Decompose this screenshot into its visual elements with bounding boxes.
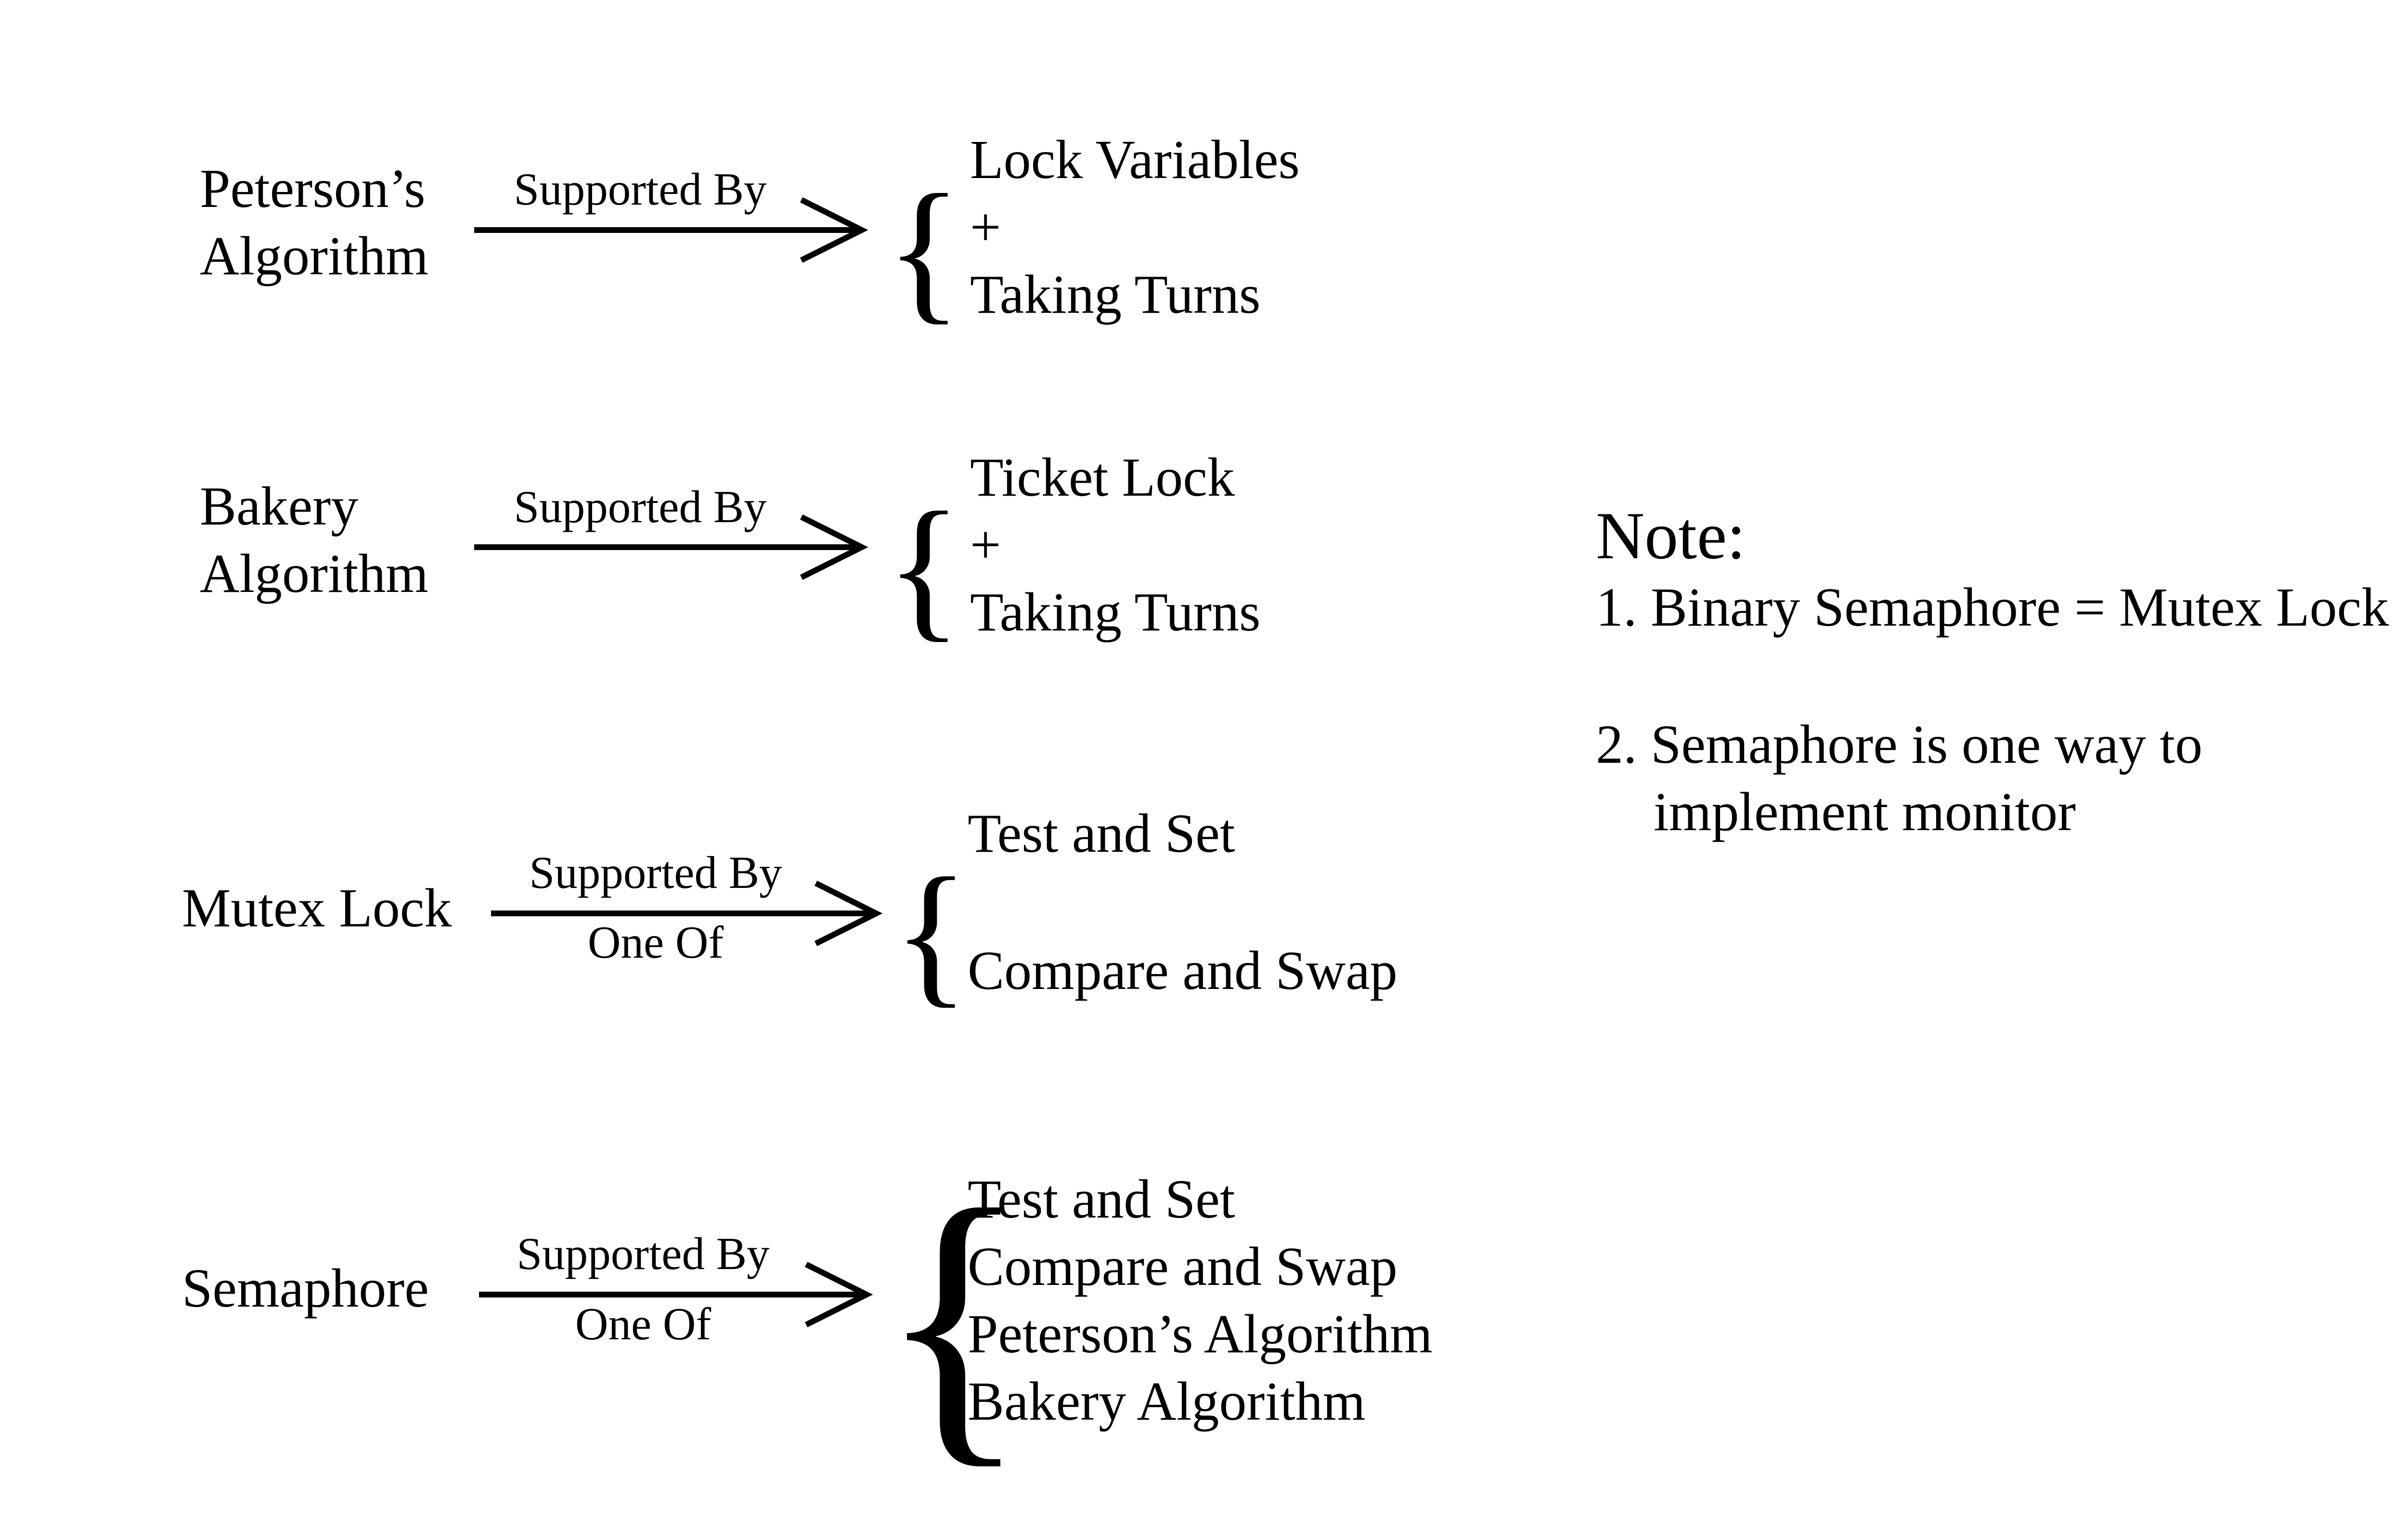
source-label: Mutex Lock <box>182 877 452 938</box>
source-label-line-1: Bakery <box>200 475 358 537</box>
note: Note: 1. Binary Semaphore = Mutex Lock 2… <box>1596 499 2389 842</box>
source-label-line-1: Peterson’s <box>200 158 426 219</box>
row-semaphore: Semaphore Supported By One Of { Test and… <box>182 1146 1433 1492</box>
brace-icon: { <box>893 846 969 1021</box>
target-item: Peterson’s Algorithm <box>968 1303 1433 1364</box>
brace-icon: { <box>886 480 962 655</box>
note-title: Note: <box>1596 499 1746 573</box>
row-bakery-algorithm: Bakery Algorithm Supported By { Ticket L… <box>200 447 1260 655</box>
arrow-head <box>800 197 868 263</box>
target-item: + <box>970 514 1001 575</box>
relation-label: Supported By <box>514 481 767 532</box>
brace-icon: { <box>886 162 962 338</box>
target-item: + <box>970 196 1001 257</box>
target-item: Compare and Swap <box>968 940 1398 1001</box>
relation-label-top: Supported By <box>517 1228 770 1279</box>
relation-label-top: Supported By <box>529 847 782 898</box>
row-petersons-algorithm: Peterson’s Algorithm Supported By { Lock… <box>200 129 1300 338</box>
target-item: Taking Turns <box>970 581 1260 642</box>
target-item: Compare and Swap <box>968 1236 1398 1297</box>
brace-icon: { <box>879 1146 1029 1492</box>
note-item-1: 1. Binary Semaphore = Mutex Lock <box>1596 577 2389 638</box>
source-label-line-2: Algorithm <box>200 543 428 604</box>
target-item: Ticket Lock <box>970 447 1235 508</box>
relation-label: Supported By <box>514 164 767 215</box>
row-mutex-lock: Mutex Lock Supported By One Of { Test an… <box>182 803 1398 1021</box>
target-item: Test and Set <box>968 803 1235 864</box>
relation-label-bottom: One Of <box>588 917 724 968</box>
target-item: Lock Variables <box>970 129 1300 190</box>
note-item-2-line-1: 2. Semaphore is one way to <box>1596 714 2202 775</box>
source-label: Semaphore <box>182 1258 429 1319</box>
arrow-head <box>814 880 883 947</box>
target-item: Test and Set <box>968 1168 1235 1230</box>
arrow-head <box>800 514 868 580</box>
note-item-2-line-2: implement monitor <box>1654 781 2076 842</box>
target-item: Taking Turns <box>970 264 1260 325</box>
arrow-head <box>804 1261 873 1328</box>
relation-label-bottom: One Of <box>575 1298 712 1349</box>
target-item: Bakery Algorithm <box>968 1371 1365 1432</box>
source-label-line-2: Algorithm <box>200 225 428 286</box>
